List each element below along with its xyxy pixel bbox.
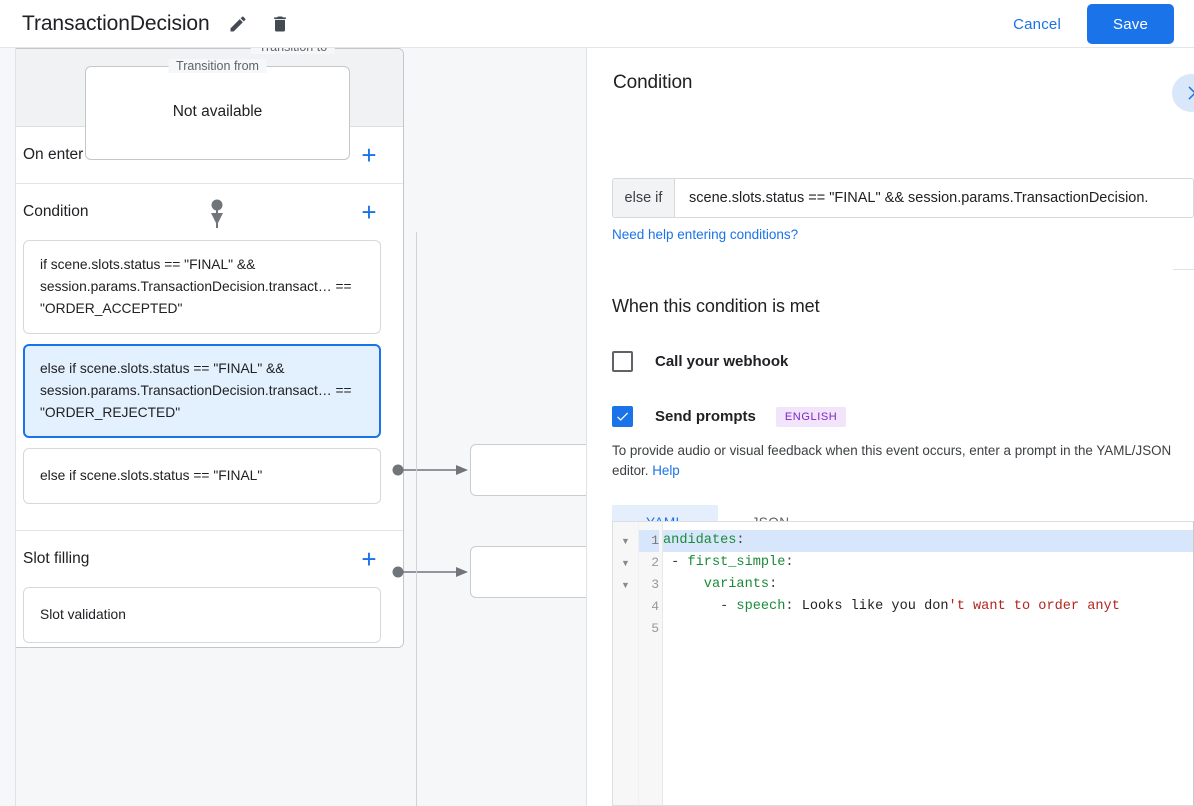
code-token: : (769, 577, 778, 592)
section-condition-title: Condition (23, 203, 89, 220)
editor-code-line[interactable]: - first_simple: (663, 552, 1194, 574)
page-title: TransactionDecision (22, 11, 210, 35)
title-actions (226, 12, 292, 36)
webhook-row: Call your webhook (612, 351, 1178, 372)
editor-code-line[interactable]: andidates: (663, 530, 1194, 552)
connector-shaft (216, 210, 218, 228)
editor-line-number: 5 (651, 621, 659, 636)
condition-input[interactable] (675, 179, 1193, 217)
prompts-hint-text: To provide audio or visual feedback when… (612, 443, 1172, 478)
section-slot-filling-title: Slot filling (23, 550, 90, 567)
send-prompts-label: Send prompts (655, 408, 756, 425)
condition-item-selected[interactable]: else if scene.slots.status == "FINAL" &&… (23, 344, 381, 438)
yaml-editor[interactable]: ▼ ▼ ▼ 1 2 3 4 5 andidates: - first_simple: var… (612, 521, 1194, 806)
canvas-vertical-guide (416, 232, 417, 806)
send-prompts-checkbox[interactable] (612, 406, 633, 427)
pencil-icon[interactable] (226, 12, 250, 36)
flow-connector-arrow (211, 199, 468, 578)
prompts-hint: To provide audio or visual feedback when… (612, 441, 1172, 481)
transition-to-legend: Transition to (250, 48, 336, 54)
editor-fold-gutter[interactable]: ▼ ▼ ▼ (613, 522, 639, 805)
section-slot-filling: Slot filling + Slot validation (1, 531, 403, 647)
code-token: : (785, 599, 802, 614)
add-on-enter-button[interactable]: + (361, 140, 377, 170)
target-node-1[interactable] (470, 444, 586, 496)
condition-prefix-label: else if (613, 179, 675, 217)
code-token: - (663, 599, 737, 614)
body-area: Transition from Not available Transiti (0, 48, 1194, 806)
editor-line-number: 3 (651, 577, 659, 592)
target-node-2[interactable] (470, 546, 586, 598)
condition-input-row[interactable]: else if (612, 178, 1194, 218)
editor-line-numbers: 1 2 3 4 5 (639, 522, 663, 805)
condition-help-link[interactable]: Need help entering conditions? (612, 227, 799, 242)
fold-toggle-icon[interactable]: ▼ (621, 536, 630, 546)
call-webhook-label: Call your webhook (655, 353, 789, 370)
panel-header: Condition (587, 48, 1194, 160)
trash-icon[interactable] (268, 12, 292, 36)
slot-validation-item[interactable]: Slot validation (23, 587, 381, 643)
transition-from-box[interactable]: Transition from Not available (85, 59, 350, 160)
editor-line-number: 1 (639, 530, 659, 552)
when-condition-met-section: When this condition is met Call your web… (612, 296, 1178, 540)
transition-from-value: Not available (172, 103, 263, 120)
editor-line-number: 4 (651, 599, 659, 614)
code-token: Looks like you don (801, 599, 949, 614)
editor-code-line[interactable]: variants: (663, 574, 1194, 596)
cancel-button[interactable]: Cancel (1003, 8, 1071, 41)
add-slot-filling-button[interactable]: + (361, 544, 377, 574)
code-token: : (785, 555, 794, 570)
fold-spacer (613, 596, 638, 618)
fold-toggle-icon[interactable]: ▼ (621, 558, 630, 568)
chevron-right-icon[interactable] (1172, 74, 1194, 112)
editor-code-area[interactable]: andidates: - first_simple: variants: - s… (663, 522, 1194, 805)
section-on-enter-title: On enter (23, 146, 84, 163)
check-icon (617, 412, 629, 421)
editor-code-line[interactable] (663, 618, 1194, 640)
panel-title: Condition (613, 72, 693, 93)
fold-spacer (613, 618, 638, 640)
prompts-help-link[interactable]: Help (652, 463, 680, 478)
code-token: andidates (663, 533, 737, 548)
canvas-left-rail (0, 48, 16, 806)
panel-divider (1173, 269, 1194, 270)
add-condition-button[interactable]: + (361, 197, 377, 227)
top-bar-actions: Cancel Save (1003, 0, 1174, 48)
code-token: - (663, 555, 688, 570)
language-badge: ENGLISH (775, 406, 847, 427)
when-condition-met-title: When this condition is met (612, 296, 820, 316)
editor-code-line[interactable]: - speech: Looks like you don't want to o… (663, 596, 1194, 618)
code-token: : (736, 533, 745, 548)
send-prompts-row: Send prompts ENGLISH (612, 406, 1178, 427)
call-webhook-checkbox[interactable] (612, 351, 633, 372)
top-bar: TransactionDecision Cancel Save (0, 0, 1194, 48)
flow-canvas[interactable]: Transition from Not available Transiti (0, 48, 586, 806)
code-token: speech (736, 599, 786, 614)
transition-from-legend: Transition from (168, 59, 267, 73)
condition-item[interactable]: else if scene.slots.status == "FINAL" (23, 448, 381, 504)
fold-toggle-icon[interactable]: ▼ (621, 580, 630, 590)
code-token: 't want to order anyt (948, 599, 1120, 614)
save-button[interactable]: Save (1087, 4, 1174, 44)
section-condition: Condition + if scene.slots.status == "FI… (1, 184, 403, 531)
editor-line-number: 2 (651, 555, 659, 570)
code-token (663, 577, 704, 592)
code-token: first_simple (687, 555, 786, 570)
condition-item[interactable]: if scene.slots.status == "FINAL" && sess… (23, 240, 381, 334)
code-token: variants (703, 577, 770, 592)
